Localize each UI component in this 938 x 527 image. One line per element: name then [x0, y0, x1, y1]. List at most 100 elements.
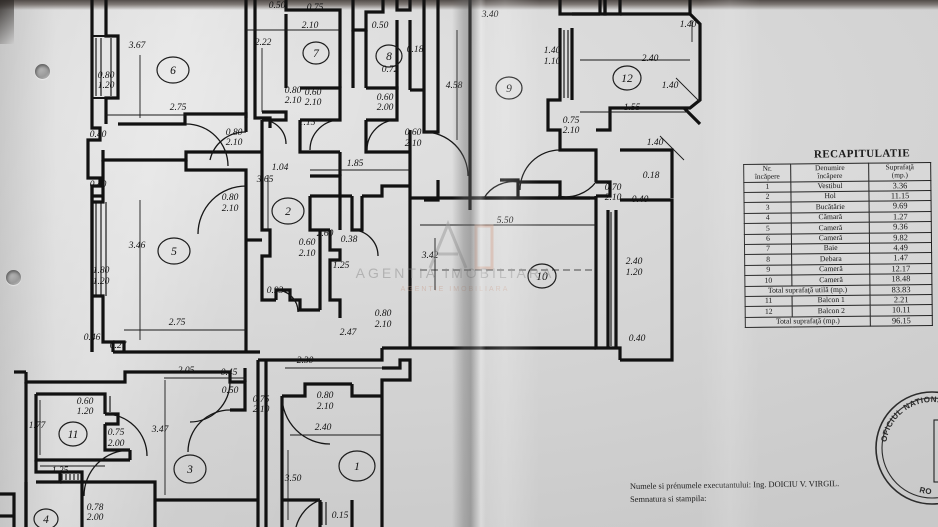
total-general-row: Total suprafaţă (mp.)96.15 — [745, 315, 933, 328]
cell-suprafata: 10.11 — [870, 304, 933, 317]
dimension-label: 0.70 — [605, 183, 622, 193]
dimension-label: 2.47 — [340, 328, 358, 338]
dimension-label: 1.04 — [272, 163, 289, 173]
svg-text:8: 8 — [386, 51, 392, 63]
cell-nr: 9 — [744, 264, 792, 276]
dimension-label: 2.10 — [222, 204, 239, 214]
room-marker: 3 — [173, 454, 207, 484]
dimension-label: 0.80 — [226, 128, 243, 138]
dimension-label: 2.30 — [297, 356, 314, 366]
dimension-label: 3.47 — [151, 425, 170, 435]
dimension-label: 2.75 — [169, 318, 186, 328]
dimension-label: 0.40 — [632, 195, 649, 205]
dimension-label: 0.72 — [382, 65, 399, 75]
dimension-label: 0.80 — [285, 86, 302, 96]
dimension-label: 0.75 — [563, 116, 580, 126]
dimension-label: 2.10 — [226, 138, 243, 148]
room-marker: 5 — [157, 237, 191, 265]
cell-suprafata: 1.47 — [869, 252, 932, 264]
dimension-label: 1.20 — [93, 277, 110, 287]
cell-suprafata: 3.36 — [869, 180, 931, 192]
header-suprafata: Suprafaţă (mp.) — [868, 162, 931, 181]
dimension-label: 1.20 — [626, 268, 643, 278]
dimension-label: 0.40 — [90, 130, 107, 140]
dimension-label: 0.75 — [307, 3, 324, 13]
cell-suprafata: 12.17 — [869, 263, 932, 275]
dimension-label: 0.46 — [84, 333, 101, 343]
dimension-label: 1.20 — [98, 81, 115, 91]
cell-total-label: Total suprafaţă (mp.) — [745, 316, 871, 328]
dimension-label: 1.77 — [29, 421, 47, 431]
dimension-label: 0.75 — [108, 428, 125, 438]
dimension-label: 2.10 — [605, 193, 622, 203]
dimension-label: 0.45 — [221, 368, 238, 378]
cell-nr: 10 — [744, 275, 792, 287]
dimension-label: 0.60 — [305, 88, 322, 98]
svg-text:12: 12 — [621, 73, 633, 85]
room-marker: 11 — [58, 421, 88, 447]
dimension-label: 3.67 — [128, 41, 147, 51]
dimension-label: 5.50 — [497, 216, 514, 226]
cell-nr: 12 — [745, 306, 793, 318]
dimension-label: 2.00 — [377, 103, 394, 113]
dimension-label: 2.00 — [108, 439, 125, 449]
svg-text:2: 2 — [285, 206, 291, 218]
dimension-label: 0.60 — [77, 397, 94, 407]
dimension-label: 3.65 — [256, 175, 274, 185]
dimension-label: 2.10 — [317, 402, 334, 412]
cell-suprafata: 2.21 — [870, 294, 933, 306]
dimension-label: 1.40 — [647, 138, 664, 148]
room-marker: 8 — [375, 44, 403, 68]
dimension-label: 2.10 — [302, 21, 319, 31]
cell-nr: 6 — [744, 233, 792, 245]
dimension-label: 0.38 — [341, 235, 358, 245]
dimension-label: 0.18 — [643, 171, 660, 181]
dimension-label: 0.75 — [253, 395, 270, 405]
dimension-label: 2.60 — [317, 229, 334, 239]
cell-total-value: 83.83 — [870, 284, 933, 296]
recap-title: RECAPITULATIE — [813, 147, 911, 161]
dimension-label: 1.40 — [662, 81, 679, 91]
cell-nr: 7 — [744, 243, 792, 255]
cell-suprafata: 9.36 — [869, 221, 932, 233]
dimension-label: 0.50 — [269, 1, 286, 11]
punch-hole-top — [35, 64, 50, 79]
dimension-label: 0.93 — [267, 286, 284, 296]
dimension-label: 1.55 — [624, 103, 641, 113]
dimension-label: 1.40 — [544, 46, 561, 56]
header-denumire: Denumire încăpere — [790, 163, 870, 182]
punch-hole-bottom — [6, 270, 21, 285]
dimension-label: 0.78 — [87, 503, 104, 513]
room-marker: 1 — [338, 450, 376, 482]
table-header-row: Nr. încăpere Denumire încăpere Suprafaţă… — [743, 162, 931, 183]
cell-suprafata: 11.15 — [869, 190, 932, 202]
cell-suprafata: 9.69 — [869, 200, 932, 212]
dimension-label: 2.10 — [405, 139, 422, 149]
svg-text:4: 4 — [43, 514, 49, 526]
dimension-label: 1.40 — [680, 20, 697, 30]
dimension-label: 2.10 — [563, 126, 580, 136]
dimension-label: 1.80 — [93, 266, 110, 276]
cell-nr: 4 — [744, 212, 792, 224]
cell-nr: 3 — [744, 202, 792, 214]
dimension-label: 0.60 — [405, 128, 422, 138]
dimension-label: 2.22 — [255, 38, 272, 48]
cell-nr: 1 — [743, 181, 792, 193]
dimension-label: 0.40 — [90, 180, 107, 190]
dimension-label: 2.75 — [170, 103, 187, 113]
recapitulatie-table: Nr. încăpere Denumire încăpere Suprafaţă… — [743, 162, 933, 329]
dimension-label: 0.80 — [222, 193, 239, 203]
cell-nr: 11 — [745, 296, 793, 307]
dimension-label: 2.40 — [626, 257, 643, 267]
dimension-label: 0.50 — [372, 21, 389, 31]
room-marker: 10 — [527, 263, 557, 289]
cell-suprafata: 9.82 — [869, 232, 932, 244]
dimension-label: 4.58 — [446, 81, 463, 91]
paper-corner-shadow — [0, 0, 14, 44]
dimension-label: 2.00 — [87, 513, 104, 523]
svg-text:5: 5 — [171, 246, 177, 258]
dimension-label: 2.40 — [315, 423, 332, 433]
